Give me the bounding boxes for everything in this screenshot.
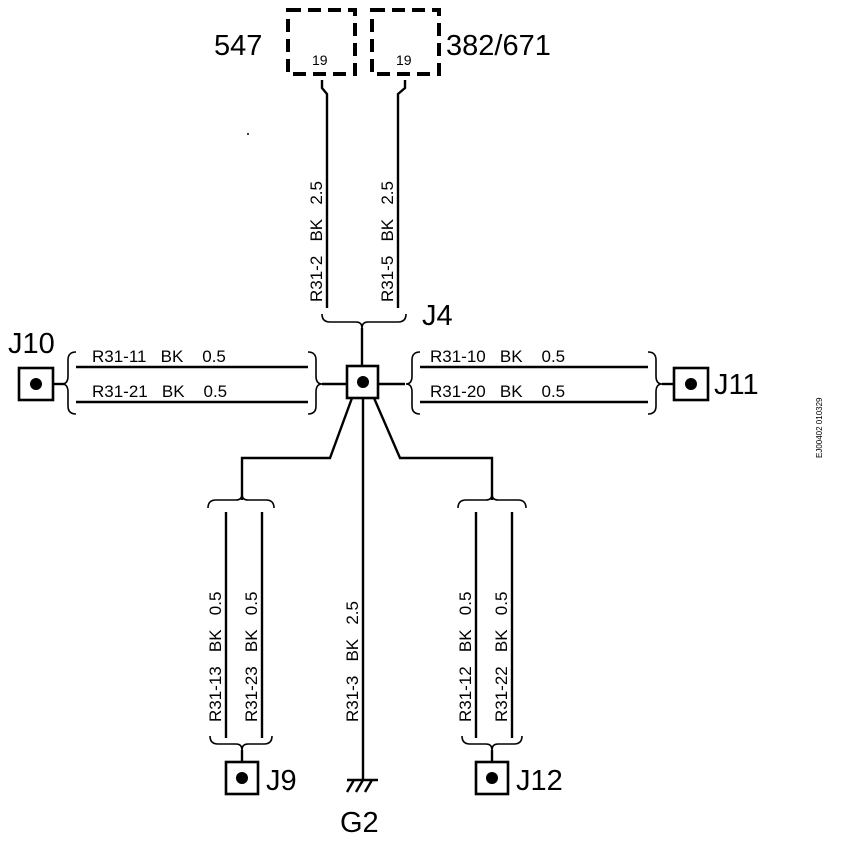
j10-splice-brace — [307, 351, 323, 415]
speck-mark — [247, 133, 249, 135]
wire-label-r31-5: R31-5 BK 2.5 — [378, 181, 397, 302]
connector-j9-dot — [236, 772, 248, 784]
connector-j10-dot — [30, 378, 42, 390]
j12-top-brace — [457, 493, 527, 509]
component-382-671-box — [370, 8, 441, 76]
wire-label-r31-21: R31-21 BK 0.5 — [92, 382, 227, 401]
connector-j12-label: J12 — [516, 765, 563, 797]
wire-label-r31-22: R31-22 BK 0.5 — [492, 592, 511, 722]
splice-j4-dot — [357, 376, 369, 388]
j9-top-brace — [207, 493, 275, 509]
wire-label-r31-3: R31-3 BK 2.5 — [343, 601, 362, 722]
wire-r31-5 — [396, 80, 407, 308]
wire-branch-left — [240, 397, 354, 500]
wire-label-r31-23: R31-23 BK 0.5 — [242, 592, 261, 722]
wire-r31-2 — [320, 80, 329, 308]
j9-bottom-brace — [209, 735, 273, 751]
wire-label-r31-20: R31-20 BK 0.5 — [430, 382, 565, 401]
connector-j12-dot — [486, 772, 498, 784]
splice-j4-label: J4 — [422, 300, 453, 332]
wire-label-r31-11: R31-11 BK 0.5 — [92, 347, 226, 366]
connector-j11-label: J11 — [714, 369, 759, 401]
ground-g2-label: G2 — [340, 807, 379, 839]
reference-code: EJ00402 010329 — [815, 397, 824, 458]
j12-bottom-brace — [461, 735, 523, 751]
component-547-label: 547 — [214, 30, 262, 62]
connector-j11-dot — [685, 378, 697, 390]
wire-label-r31-2: R31-2 BK 2.5 — [307, 181, 326, 302]
top-bundle-brace — [321, 313, 407, 329]
ground-symbol — [345, 778, 378, 793]
component-382-671-label: 382/671 — [446, 30, 551, 62]
component-547-box — [286, 8, 357, 76]
wire-label-r31-13: R31-13 BK 0.5 — [206, 592, 225, 722]
wire-label-r31-12: R31-12 BK 0.5 — [456, 592, 475, 722]
component-547-pin: 19 — [312, 52, 328, 68]
connector-j10-label: J10 — [8, 328, 55, 360]
wire-branch-right — [372, 397, 494, 500]
wire-label-r31-10: R31-10 BK 0.5 — [430, 347, 565, 366]
connector-j9-label: J9 — [266, 765, 297, 797]
j11-bundle-brace — [647, 351, 663, 415]
j11-splice-brace — [405, 351, 421, 415]
component-382-671-pin: 19 — [396, 52, 412, 68]
j10-bundle-brace — [61, 351, 77, 415]
